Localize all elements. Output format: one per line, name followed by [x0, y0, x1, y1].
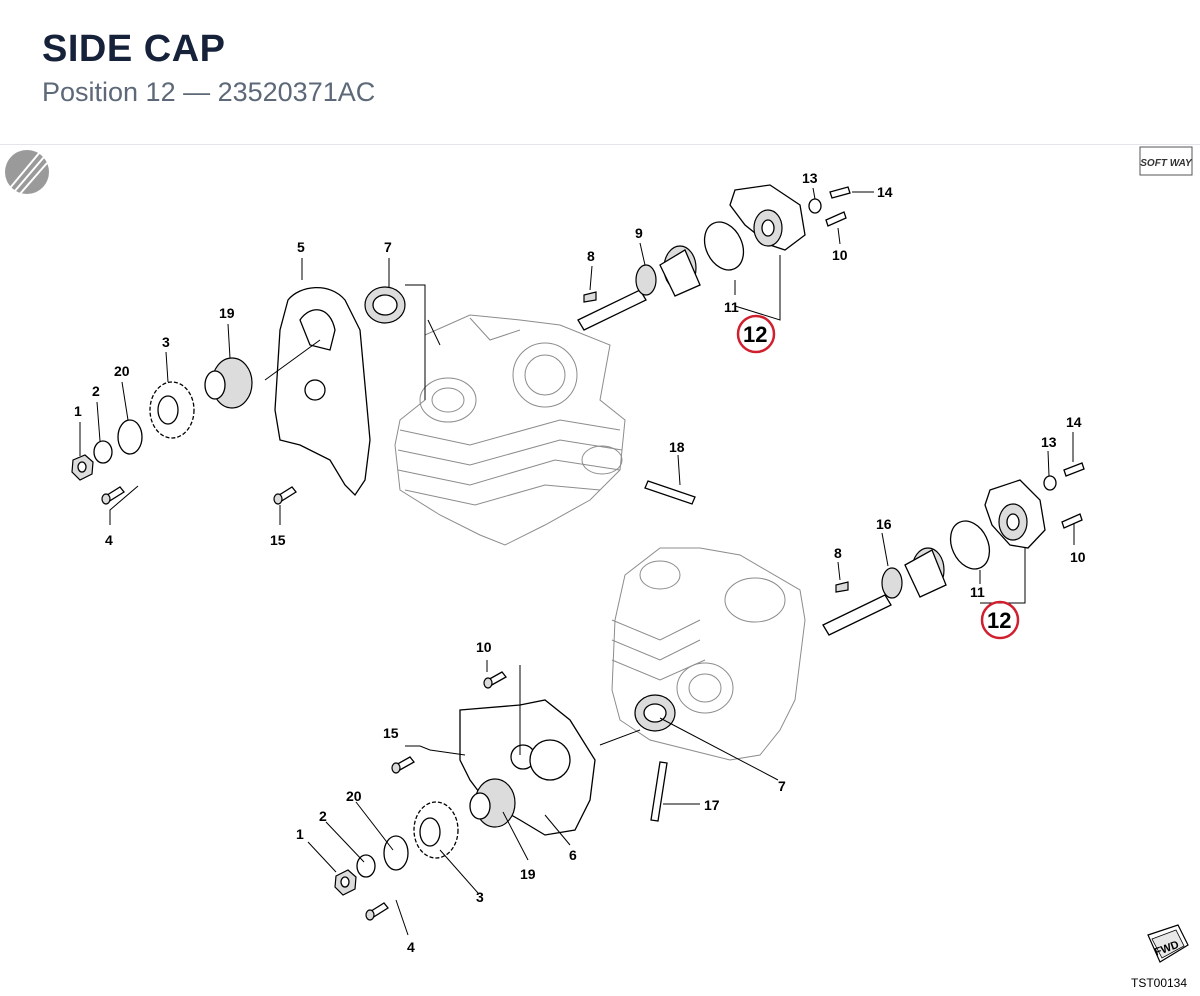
leader-lines-lower — [307, 432, 1075, 936]
cylinder-head-lower — [611, 547, 806, 761]
page-subtitle: Position 12 — 23520371AC — [42, 77, 376, 107]
stud-17 — [650, 761, 668, 822]
part-label-3: 3 — [162, 334, 170, 350]
key-8-lower — [835, 581, 849, 593]
oil-seal-lower — [634, 694, 676, 732]
o-ring-lower — [949, 520, 991, 570]
part-label-20-lower: 20 — [346, 788, 362, 804]
part-label-11: 11 — [724, 299, 739, 315]
part-label-4: 4 — [105, 532, 113, 548]
disc-icon — [5, 150, 49, 196]
bolt-15-lower — [391, 756, 415, 774]
part-label-13: 13 — [802, 170, 818, 186]
part-label-14-lower: 14 — [1066, 414, 1082, 430]
exploded-parts-diagram: SOFT WAY — [0, 145, 1200, 991]
bolt-15-upper — [273, 486, 297, 505]
part-label-7-lower: 7 — [778, 778, 786, 794]
part-label-15-lower: 15 — [383, 725, 399, 741]
softway-logo: SOFT WAY — [1139, 146, 1193, 176]
pulley-hub-upper — [204, 357, 253, 409]
leader-lines-upper — [79, 187, 874, 525]
highlight-circle-lower[interactable] — [980, 600, 1020, 640]
ring-lower — [356, 854, 376, 878]
part-label-8-lower: 8 — [834, 545, 842, 561]
part-label-4-lower: 4 — [407, 939, 415, 955]
diagram-canvas: SOFT WAY — [5, 146, 1193, 990]
page-header: SIDE CAP Position 12 — 23520371AC — [0, 0, 1200, 145]
washer-lower — [383, 835, 409, 871]
washer-upper — [117, 419, 143, 455]
page-title: SIDE CAP — [42, 28, 226, 70]
bolt-4-lower — [365, 902, 389, 921]
part-label-3-lower: 3 — [476, 889, 484, 905]
part-label-18: 18 — [669, 439, 685, 455]
camshaft-lower — [822, 547, 947, 636]
gear-upper — [149, 381, 195, 439]
part-label-17: 17 — [704, 797, 720, 813]
part-label-19-lower: 19 — [520, 866, 536, 882]
part-label-10: 10 — [832, 247, 848, 263]
part-label-8: 8 — [587, 248, 595, 264]
part-label-1-lower: 1 — [296, 826, 304, 842]
highlight-circle-upper[interactable] — [736, 314, 776, 354]
part-label-10-lower-left: 10 — [476, 639, 492, 655]
stud-18 — [644, 480, 696, 505]
side-cap-upper — [729, 184, 806, 251]
part-label-2-lower: 2 — [319, 808, 327, 824]
part-label-12-lower-highlight[interactable]: 12 — [987, 608, 1011, 633]
part-label-5: 5 — [297, 239, 305, 255]
fwd-arrow-icon: FWD — [1147, 924, 1189, 963]
part-label-13-lower: 13 — [1041, 434, 1057, 450]
camshaft-upper — [577, 245, 701, 331]
part-label-7: 7 — [384, 239, 392, 255]
cylinder-head-upper — [394, 314, 626, 546]
oil-seal-upper — [364, 286, 406, 324]
part-label-11-lower: 11 — [970, 584, 985, 600]
part-label-6: 6 — [569, 847, 577, 863]
bolt-14-upper — [829, 186, 851, 199]
ring-upper — [93, 440, 113, 464]
drawing-code: TST00134 — [1131, 976, 1187, 990]
part-label-19: 19 — [219, 305, 235, 321]
gear-lower — [413, 801, 459, 859]
nut-upper — [71, 454, 94, 481]
part-label-9: 9 — [635, 225, 643, 241]
part-label-20: 20 — [114, 363, 130, 379]
part-label-2: 2 — [92, 383, 100, 399]
side-cap-lower — [984, 479, 1046, 549]
bolt-14-lower — [1063, 462, 1085, 477]
nut-lower — [334, 869, 357, 896]
washer-13-upper — [808, 198, 822, 214]
part-label-16: 16 — [876, 516, 892, 532]
header-divider — [0, 144, 1200, 145]
bolt-4-upper — [101, 486, 125, 505]
key-8-upper — [583, 291, 597, 303]
part-label-14: 14 — [877, 184, 893, 200]
washer-13-lower — [1043, 475, 1057, 491]
bolt-10-upper — [825, 211, 847, 227]
softway-logo-text: SOFT WAY — [1140, 158, 1193, 169]
bolt-10-lower-left — [483, 671, 507, 689]
part-label-12-highlight[interactable]: 12 — [743, 322, 767, 347]
part-label-10-lower: 10 — [1070, 549, 1086, 565]
part-label-15: 15 — [270, 532, 286, 548]
bolt-10-lower — [1061, 513, 1083, 529]
o-ring-upper — [703, 221, 745, 271]
part-label-1: 1 — [74, 403, 82, 419]
